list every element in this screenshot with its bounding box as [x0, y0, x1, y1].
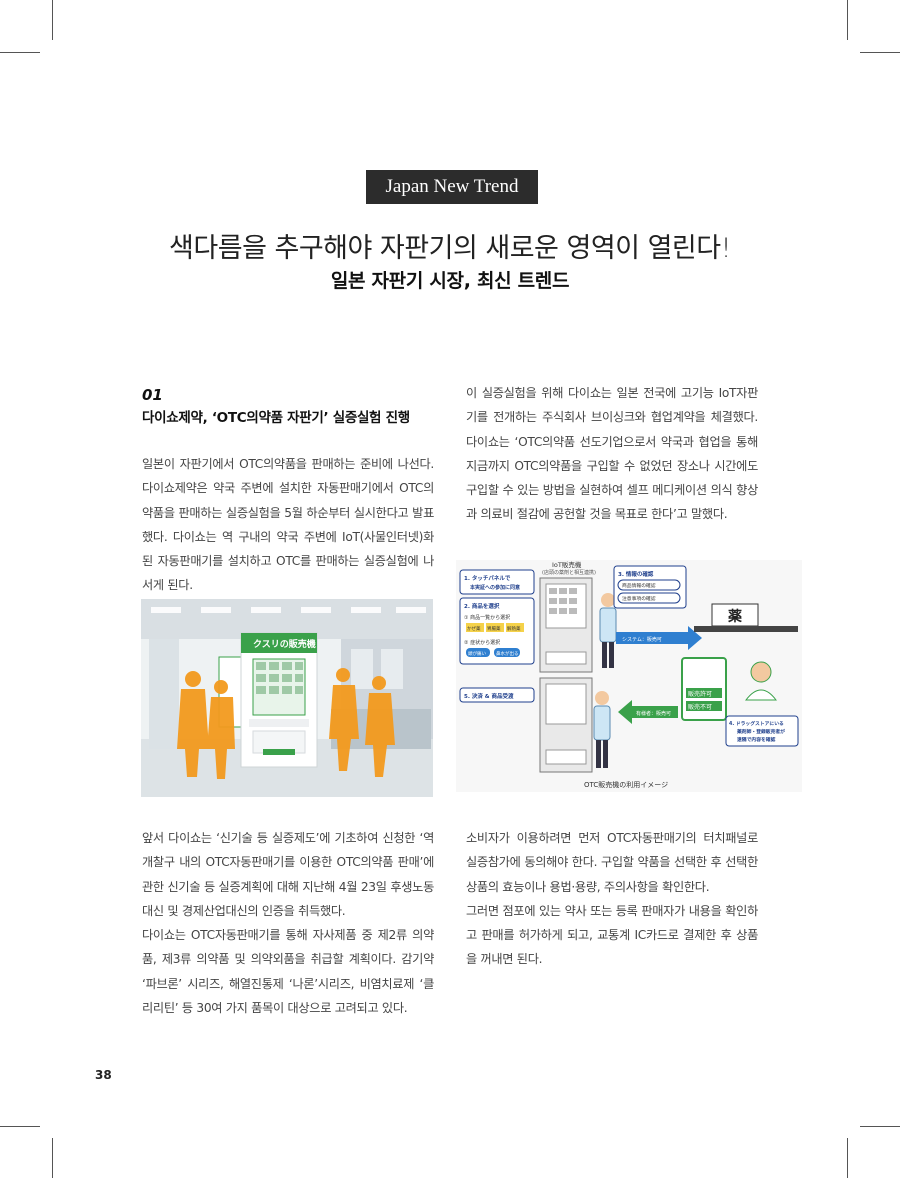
machine-sign: クスリの販売機 [253, 638, 316, 650]
section-tag: Japan New Trend [366, 170, 538, 204]
page-number: 38 [95, 1068, 112, 1082]
step2-option-b: ② 症状から選択 [464, 639, 500, 646]
step3-label: 3. 情報の確認 [618, 570, 654, 578]
crop-mark [847, 0, 848, 40]
step5-label: 5. 決済 & 商品受渡 [464, 692, 514, 700]
step2-label: 2. 商品を選択 [464, 602, 500, 610]
crop-mark [860, 52, 900, 53]
diagram-top-sub: (店頭の薬剤と相互連携) [542, 569, 596, 576]
step4-label: 4. ドラッグストアにいる [729, 720, 784, 727]
step3-check-b: 注意事項の確認 [622, 595, 656, 602]
crop-mark [52, 1138, 53, 1178]
crop-mark [860, 1126, 900, 1127]
body-col2-bottom: 소비자가 이용하려면 먼저 OTC자동판매기의 터치패널로 실증참가에 동의해야… [466, 826, 758, 972]
body-col2-top: 이 실증실험을 위해 다이쇼는 일본 전국에 고기능 IoT자판기를 전개하는 … [466, 381, 758, 527]
section-number: 01 [142, 386, 163, 404]
chip-d: 頭が痛い [468, 650, 486, 657]
page-title: 색다름을 추구해야 자판기의 새로운 영역이 열린다! [169, 233, 731, 264]
arrow-system: システム：販売可 [622, 636, 662, 643]
step1-label-2: 本実証への参加に同意 [469, 584, 520, 591]
chip-e: 鼻水が出る [496, 650, 519, 657]
paragraph: 그러면 점포에 있는 약사 또는 등록 판매자가 내용을 확인하고 판매를 허가… [466, 903, 758, 967]
crop-mark [52, 0, 53, 40]
paragraph: 다이쇼는 OTC자동판매기를 통해 자사제품 중 제2류 의약품, 제3류 의약… [142, 928, 434, 1016]
diagram-top-label: IoT販売機 [552, 560, 582, 569]
step1-label: 1. タッチパネルで [464, 574, 511, 582]
chip-a: かぜ薬 [467, 625, 481, 632]
arrow-pharmacist: 有様者：販売可 [636, 710, 671, 717]
body-col1-bottom: 앞서 다이쇼는 ‘신기술 등 실증제도’에 기초하여 신청한 ‘역 개찰구 내의… [142, 826, 434, 1020]
sale-denied: 販売不可 [688, 703, 712, 711]
crop-mark [0, 1126, 40, 1127]
body-col1-top: 일본이 자판기에서 OTC의약품을 판매하는 준비에 나선다. 다이쇼제약은 약… [142, 452, 434, 598]
paragraph: 앞서 다이쇼는 ‘신기술 등 실증제도’에 기초하여 신청한 ‘역 개찰구 내의… [142, 831, 434, 918]
paragraph: 일본이 자판기에서 OTC의약품을 판매하는 준비에 나선다. 다이쇼제약은 약… [142, 457, 434, 593]
step3-check-a: 商品情報の確認 [622, 582, 656, 589]
page-subtitle: 일본 자판기 시장, 최신 트렌드 [330, 270, 570, 292]
step4-label-3: 遠隔で内容を確認 [737, 736, 776, 743]
step4-label-2: 薬剤師・登録販売者が [737, 728, 785, 735]
store-sign: 薬 [728, 608, 742, 625]
usage-diagram: IoT販売機 (店頭の薬剤と相互連携) 1. タッチパネルで 本実証への参加に同… [456, 560, 802, 792]
diagram-caption: OTC販売機の利用イメージ [584, 780, 668, 789]
paragraph: 이 실증실험을 위해 다이쇼는 일본 전국에 고기능 IoT자판기를 전개하는 … [466, 386, 758, 522]
chip-c: 解熱薬 [507, 625, 521, 632]
vending-machine-photo: クスリの販売機 [141, 599, 433, 797]
chip-b: 胃腸薬 [487, 625, 501, 632]
section-heading: 다이쇼제약, ‘OTC의약품 자판기’ 실증실험 진행 [142, 410, 410, 426]
crop-mark [0, 52, 40, 53]
crop-mark [847, 1138, 848, 1178]
paragraph: 소비자가 이용하려면 먼저 OTC자동판매기의 터치패널로 실증참가에 동의해야… [466, 831, 758, 894]
sale-allowed: 販売許可 [688, 690, 712, 698]
step2-option-a: ① 商品一覧から選択 [464, 614, 510, 621]
